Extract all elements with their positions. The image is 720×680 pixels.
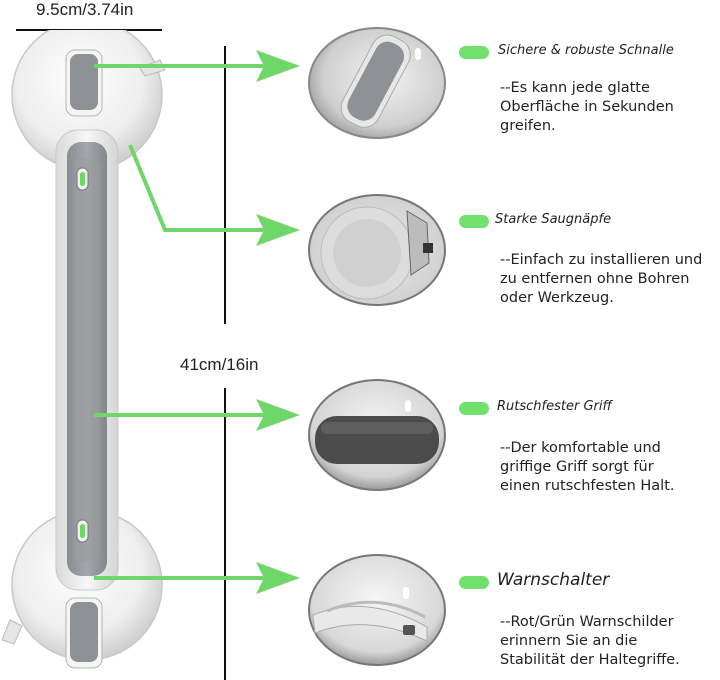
feature-description-2: --Einfach zu installieren und zu entfern…	[500, 252, 703, 306]
length-dimension-line-lower	[224, 388, 226, 680]
feature-bullet-3	[459, 402, 489, 415]
feature-title-3: Rutschfester Griff	[497, 399, 612, 414]
callout-arrows	[0, 0, 320, 680]
length-dimension-line	[224, 46, 226, 324]
feature-title-1: Sichere & robuste Schnalle	[498, 43, 674, 58]
grip-closeup-icon	[307, 378, 447, 493]
feature-title-4: Warnschalter	[497, 570, 610, 590]
feature-description-3: --Der komfortable und griffige Griff sor…	[500, 440, 675, 494]
feature-bullet-2	[459, 215, 489, 228]
feature-bullet-1	[459, 46, 489, 59]
width-dimension-label: 9.5cm/3.74in	[36, 0, 134, 19]
feature-description-1: --Es kann jede glatte Oberfläche in Seku…	[500, 80, 674, 134]
buckle-closeup-icon	[307, 26, 447, 141]
warning-switch-closeup-icon	[307, 553, 447, 668]
feature-title-2: Starke Saugnäpfe	[495, 212, 612, 227]
feature-bullet-4	[459, 576, 489, 589]
length-dimension-label: 41cm/16in	[180, 355, 259, 374]
feature-description-4: --Rot/Grün Warnschilder erinnern Sie an …	[500, 614, 680, 668]
suction-cup-closeup-icon	[307, 193, 447, 308]
